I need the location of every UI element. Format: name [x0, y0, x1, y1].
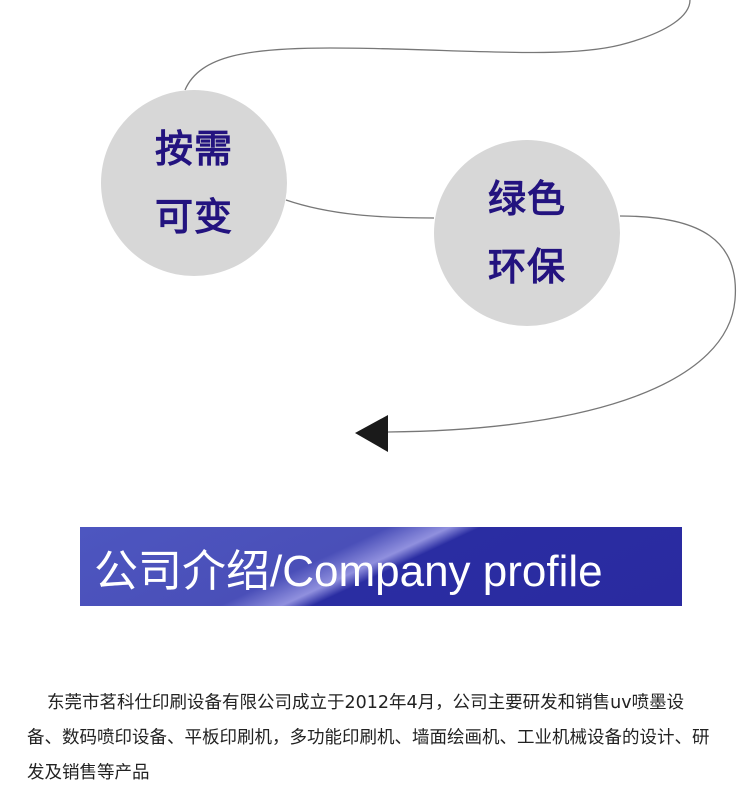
arrow-left-icon: [355, 415, 388, 452]
banner-title: 公司介绍/Company profile: [94, 546, 603, 596]
feature-text: 环保: [487, 245, 566, 289]
connector-line-bottom: [387, 215, 737, 433]
feature-text: 按需: [154, 127, 233, 171]
feature-text: 可变: [154, 195, 233, 239]
feature-circle-eco: 绿色 环保: [434, 140, 620, 326]
company-intro-text: 东莞市茗科仕印刷设备有限公司成立于2012年4月，公司主要研发和销售uv喷墨设备…: [27, 693, 710, 783]
feature-circle-on-demand: 按需 可变: [101, 90, 287, 276]
feature-text: 绿色: [487, 177, 566, 221]
connector-line-middle: [285, 199, 435, 219]
connector-line-top: [184, 0, 691, 91]
company-profile-banner: 公司介绍/Company profile: [80, 527, 682, 606]
